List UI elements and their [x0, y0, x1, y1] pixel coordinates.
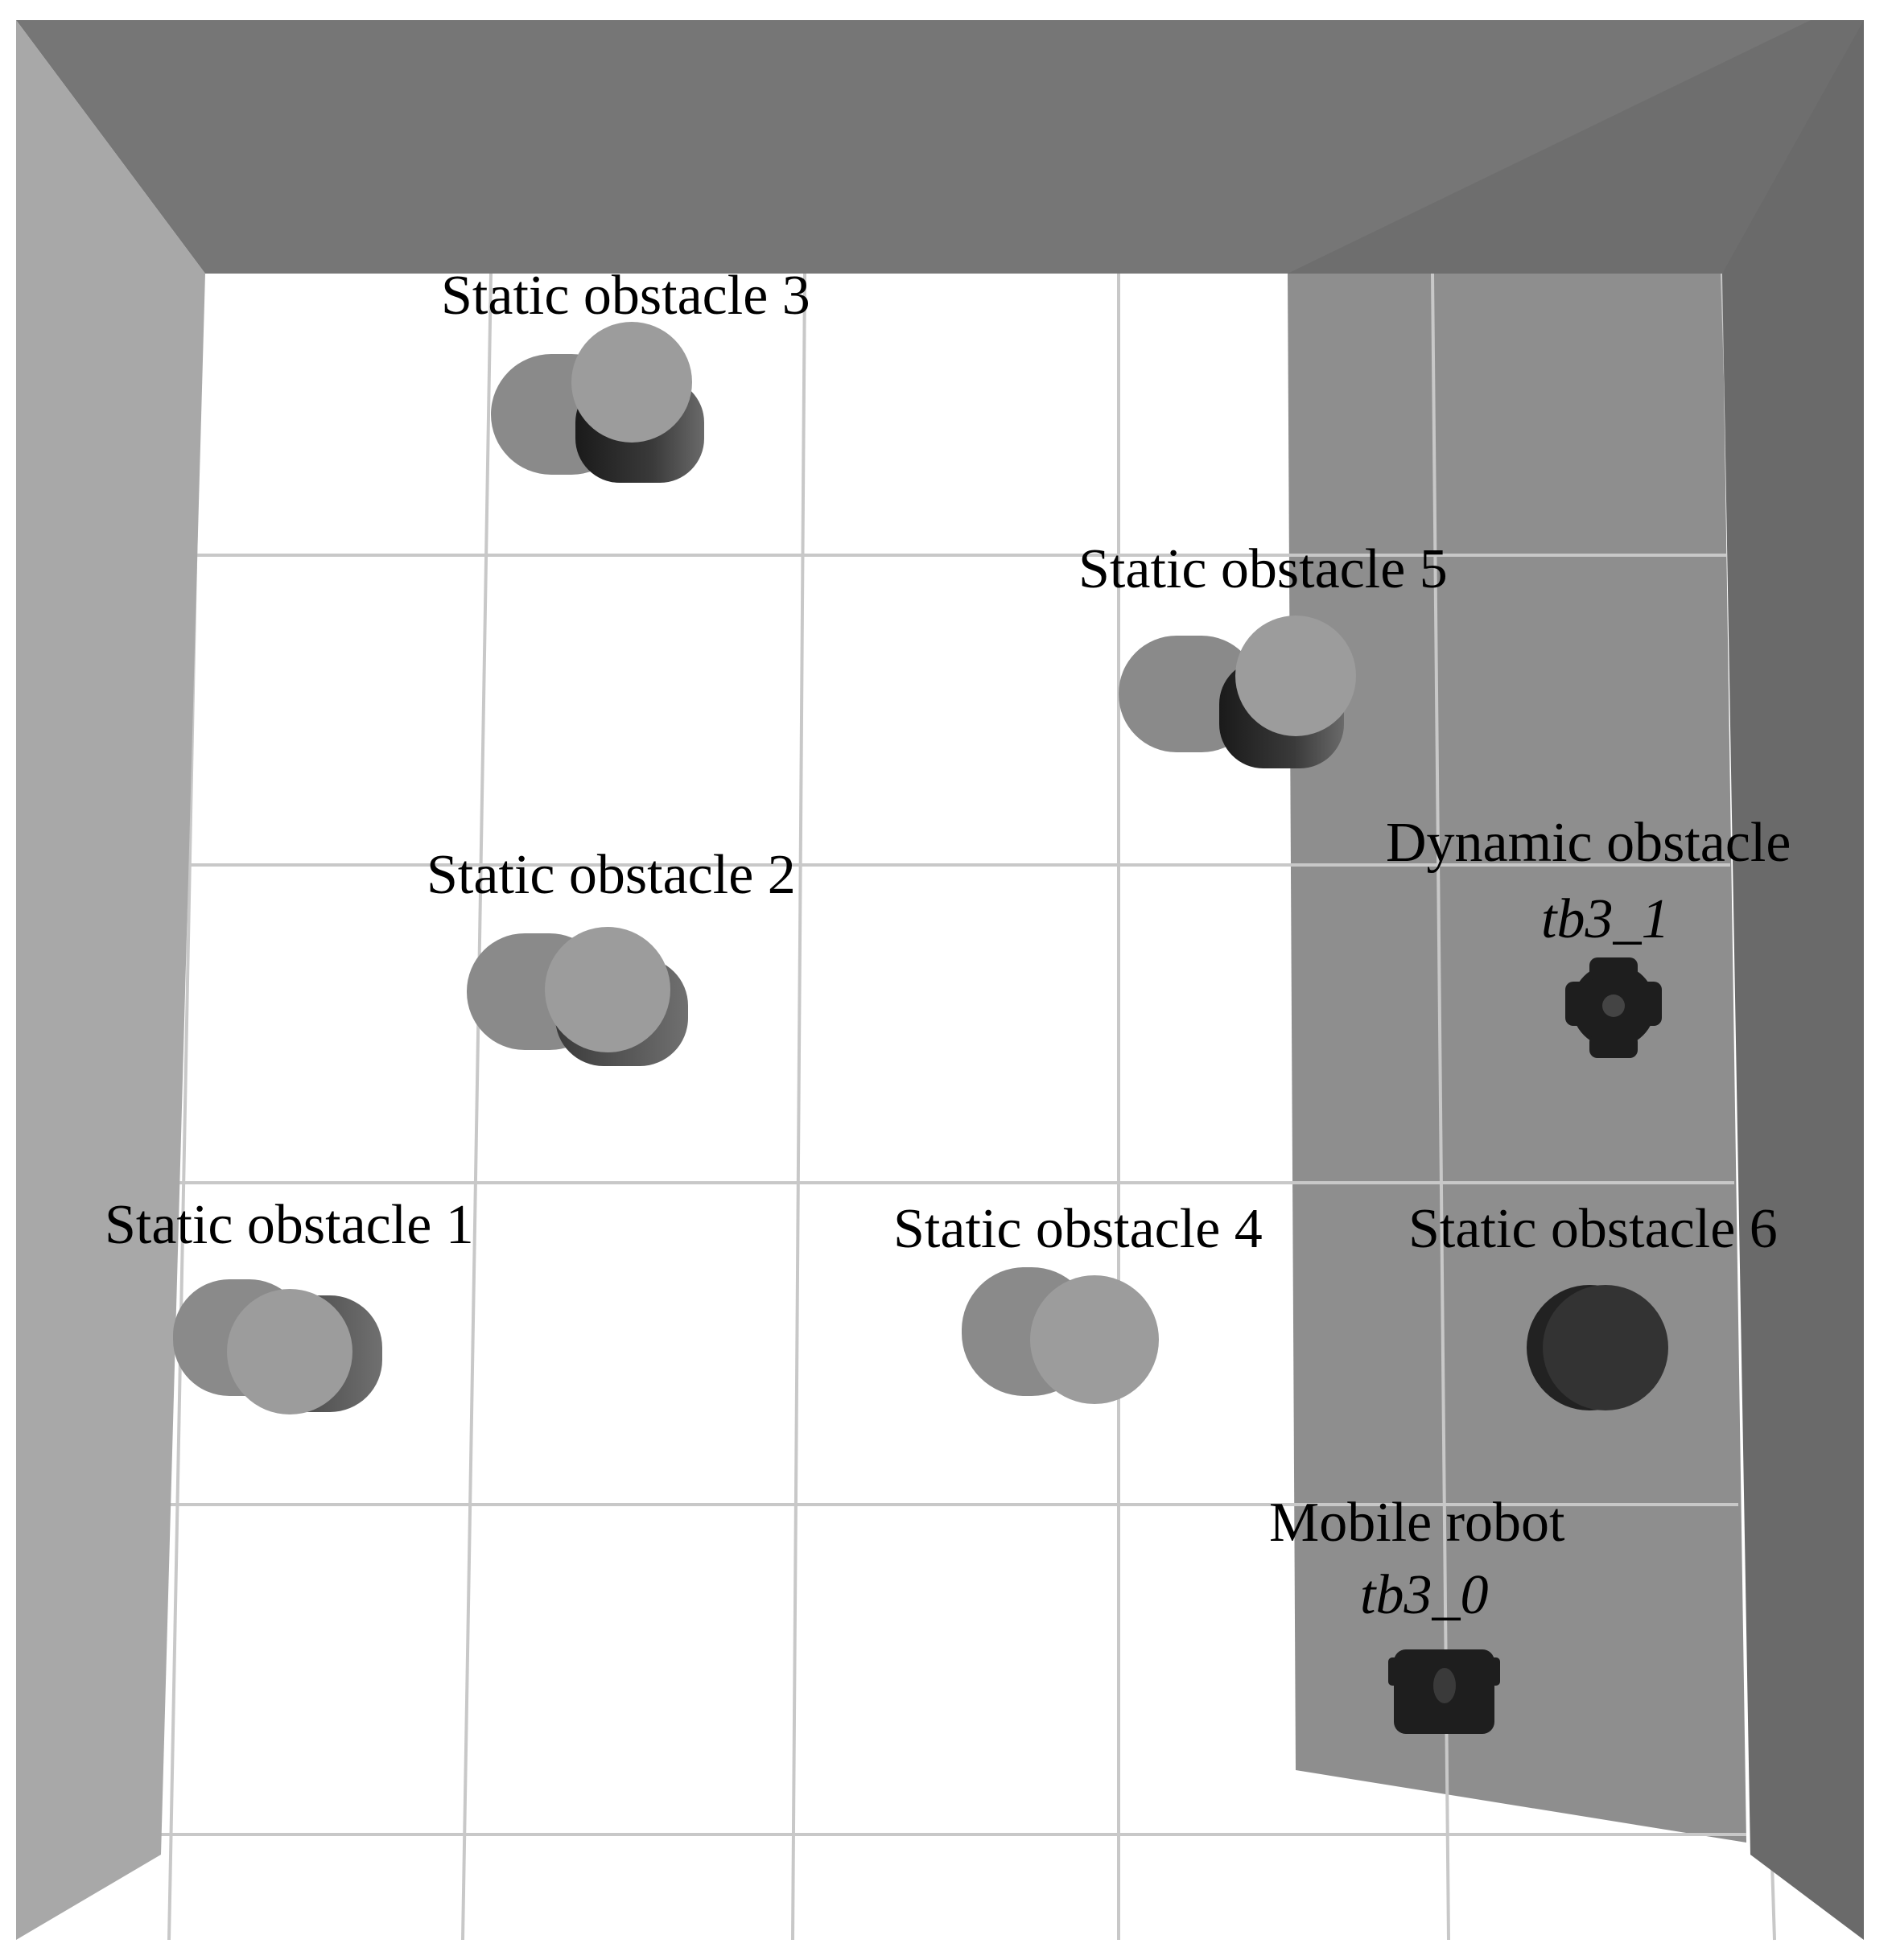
label-static-obstacle-1: Static obstacle 1	[105, 1194, 474, 1256]
static-obstacle-1	[173, 1279, 382, 1414]
dynamic-obstacle-robot	[1565, 957, 1662, 1058]
label-static-obstacle-4: Static obstacle 4	[893, 1198, 1263, 1260]
floor-grid	[157, 273, 1776, 1941]
static-obstacle-6	[1527, 1285, 1668, 1410]
label-static-obstacle-6: Static obstacle 6	[1408, 1198, 1778, 1260]
static-obstacle-2	[467, 927, 688, 1066]
label-static-obstacle-5: Static obstacle 5	[1078, 538, 1448, 600]
label-mobile-robot: Mobile robot	[1269, 1492, 1565, 1554]
label-static-obstacle-2: Static obstacle 2	[427, 844, 796, 906]
wall-top-corner	[1288, 20, 1864, 274]
wall-right	[1722, 20, 1864, 1940]
floor-shadow-region	[1288, 274, 1746, 1843]
label-static-obstacle-3: Static obstacle 3	[441, 265, 810, 327]
label-mobile-robot-id: tb3_0	[1360, 1564, 1488, 1626]
mobile-robot	[1388, 1649, 1500, 1734]
static-obstacle-3	[491, 322, 704, 483]
static-obstacle-4	[962, 1267, 1159, 1404]
label-dynamic-obstacle-id: tb3_1	[1541, 888, 1669, 950]
wall-top	[16, 20, 1864, 274]
static-obstacle-5	[1119, 616, 1356, 768]
label-dynamic-obstacle: Dynamic obstacle	[1386, 812, 1791, 874]
wall-left	[16, 20, 205, 1940]
